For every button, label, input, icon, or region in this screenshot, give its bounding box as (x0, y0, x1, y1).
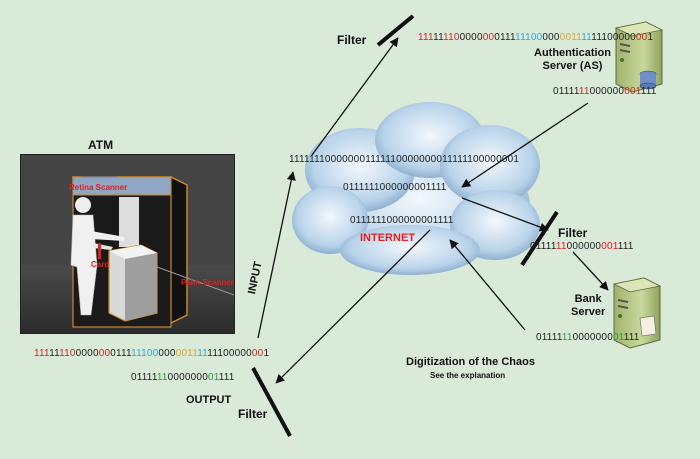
input-arrow-a (257, 171, 296, 339)
bitstring-right-filter: 0111111000000001111 (530, 242, 634, 252)
bank-server-icon (612, 277, 662, 349)
bank-server-label: Bank Server (571, 293, 606, 318)
bit-segment: 0111 (494, 32, 516, 43)
bit-segment: 00 (98, 348, 111, 359)
bit-segment: 000 (158, 348, 176, 359)
internet-label: INTERNET (360, 232, 415, 244)
filter-top-bar (376, 14, 415, 47)
bit-segment: 01 (612, 332, 624, 343)
output-label: OUTPUT (186, 394, 232, 406)
bit-segment: 01111 (530, 241, 556, 252)
bit-segment: 11 (555, 241, 567, 252)
bit-segment: 0000 (75, 348, 99, 359)
atm-scene-image: Retina Scanner Card Palm Scanner (20, 154, 235, 334)
bitstring-input: 1111111000000011111100000000111111000000… (289, 154, 520, 165)
bit-segment: 11100 (515, 32, 543, 43)
bit-segment: 11 (49, 348, 60, 359)
filter-bottom-label: Filter (238, 407, 268, 421)
bitstring-bottom: 1111111000000001111110000000111111100000… (34, 349, 269, 359)
bit-segment: 1 (263, 348, 270, 359)
bit-segment: 11 (561, 332, 573, 343)
bit-segment: 111 (623, 332, 640, 343)
bit-segment: 001 (601, 241, 618, 252)
bit-segment: 111 (34, 348, 50, 359)
bit-segment: 11 (578, 86, 590, 97)
bit-segment: 111 (640, 86, 657, 97)
retina-scanner-label: Retina Scanner (69, 183, 128, 192)
bit-segment: 00 (482, 32, 495, 43)
bit-segment: 111 (418, 32, 434, 43)
bit-segment: 0011 (559, 32, 582, 43)
card-label: Card (91, 260, 110, 269)
as-to-cloud-arrow (461, 102, 589, 188)
bitstring-cloud-1: 0111111000000001111 (343, 182, 447, 193)
auth-server-icon (614, 21, 664, 93)
bitstring-as: 0111111000000001111 (553, 87, 657, 97)
bit-segment: 11100000 (591, 32, 636, 43)
bit-segment: 0000 (459, 32, 483, 43)
bitstring-top: 1111111000000001111110000000111111100000… (418, 33, 653, 43)
auth-server-label: Authentication Server (AS) (534, 47, 611, 72)
bit-segment: 000000 (589, 86, 625, 97)
bit-segment: 000000 (566, 241, 602, 252)
filter-top-label: Filter (337, 33, 367, 47)
bit-segment: 001 (624, 86, 641, 97)
bit-segment: 11 (581, 32, 592, 43)
digitization-subtitle: See the explanation (430, 371, 506, 380)
bit-segment: 110 (59, 348, 76, 359)
filter-to-bank-arrow (572, 251, 609, 291)
bit-segment: 11100000 (207, 348, 252, 359)
bitstring-cloud-2: 0111111000000001111 (350, 215, 454, 226)
bit-segment: 000 (542, 32, 560, 43)
bit-segment: 0011 (175, 348, 198, 359)
bit-segment: 01111 (536, 332, 562, 343)
bit-segment: 1 (647, 32, 654, 43)
bit-segment: 110 (443, 32, 460, 43)
bitstring-bank: 0111111000000001111 (536, 333, 640, 343)
filter-right-bar (520, 210, 559, 267)
bit-segment: 01111 (553, 86, 579, 97)
atm-illustration (21, 155, 234, 333)
filter-right-label: Filter (558, 226, 588, 240)
cloud-to-filter-arrow (461, 197, 549, 232)
bit-segment: 11 (197, 348, 208, 359)
bit-segment: 111 (218, 372, 235, 383)
bit-segment: 0111 (110, 348, 132, 359)
bit-segment: 01111 (131, 372, 157, 383)
bit-segment: 00 (635, 32, 648, 43)
palm-scanner-label: Palm Scanner (181, 278, 234, 287)
bit-segment: 0000000 (167, 372, 208, 383)
filter-bottom-bar (251, 367, 292, 437)
bit-segment: 01 (207, 372, 219, 383)
atm-title: ATM (88, 138, 114, 152)
digitization-arrow (449, 239, 526, 331)
input-arrow-b (311, 37, 399, 156)
bit-segment: 11 (433, 32, 444, 43)
bit-segment: 11100 (131, 348, 159, 359)
bit-segment: 11 (156, 372, 168, 383)
output-arrow (275, 229, 431, 384)
bit-segment: 00 (251, 348, 264, 359)
bitstring-output: 0111111000000001111 (131, 373, 235, 383)
bit-segment: 111 (617, 241, 634, 252)
digitization-title: Digitization of the Chaos (406, 356, 535, 368)
bit-segment: 0000000 (572, 332, 613, 343)
